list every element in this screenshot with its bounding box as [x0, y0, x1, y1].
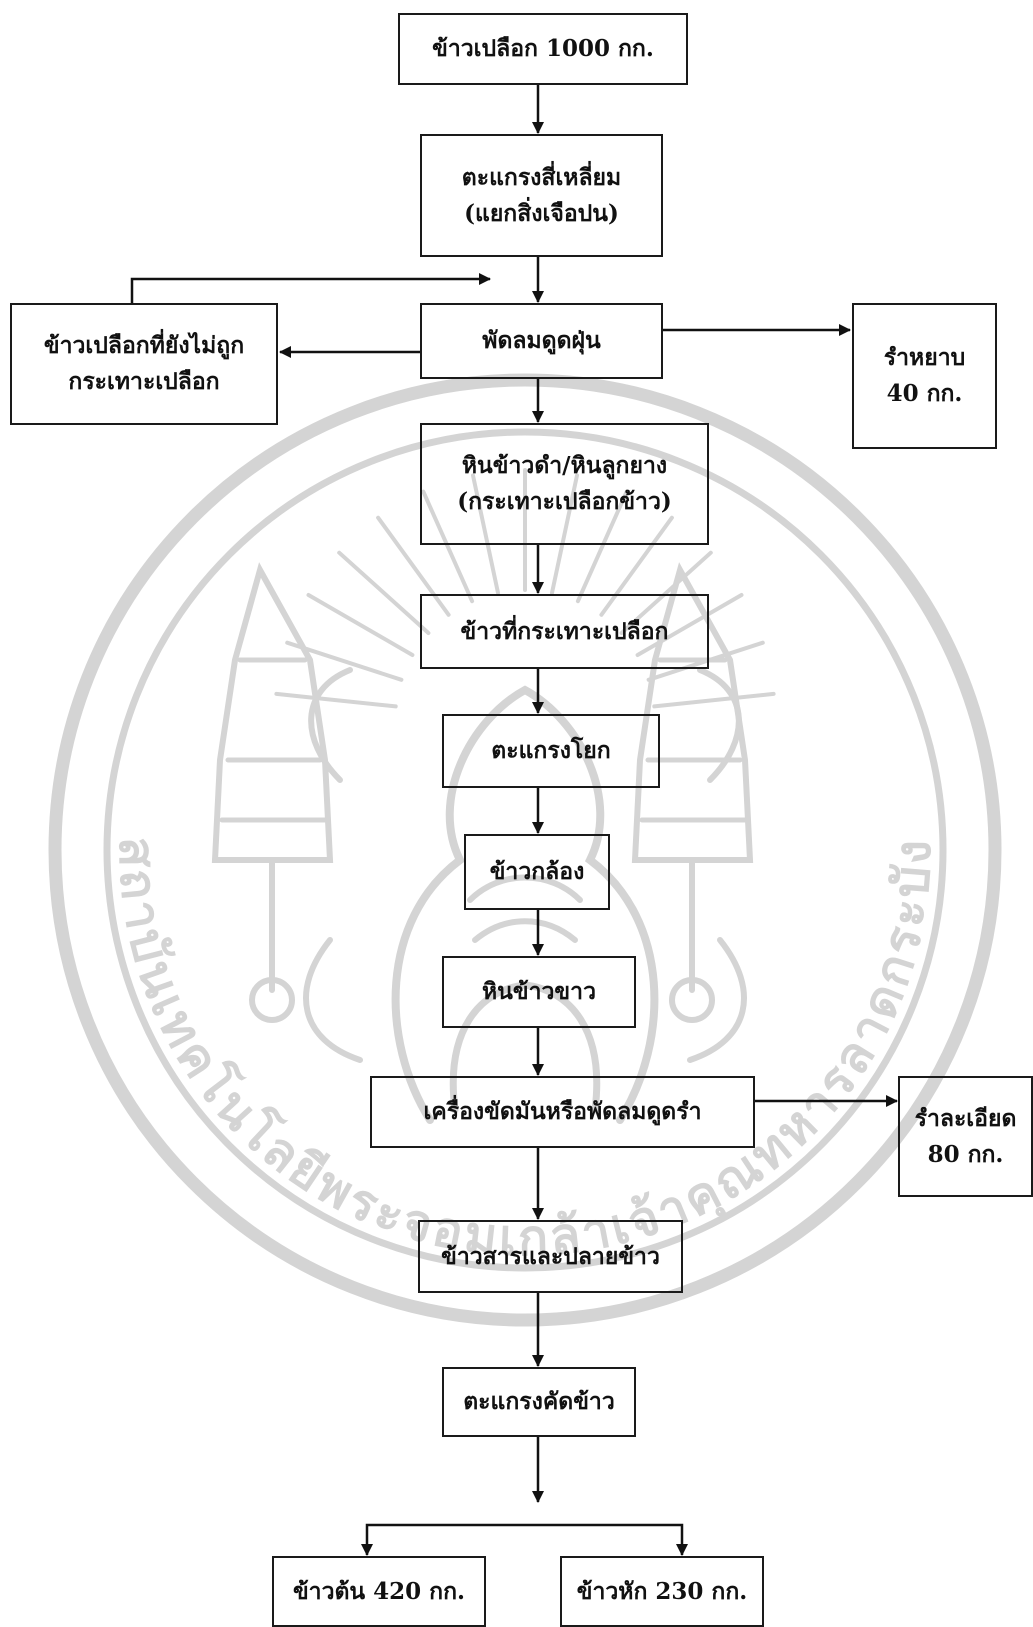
- node-label: หินข้าวขาว: [482, 978, 596, 1006]
- node-husker: หินข้าวดำ/หินลูกยาง (กระเทาะเปลือกข้าว): [420, 423, 709, 545]
- node-dust-fan: พัดลมดูดฝุ่น: [420, 303, 663, 379]
- arrow-split-to-head-rice: [361, 1523, 538, 1556]
- node-label-secondary: 40 กก.: [886, 380, 963, 407]
- node-label: ข้าวหัก 230 กก.: [576, 1577, 748, 1605]
- watermark-ray: [635, 593, 744, 657]
- node-label: ข้าวต้น 420 กก.: [292, 1577, 466, 1605]
- node-whitener: หินข้าวขาว: [442, 956, 636, 1028]
- seal-emblem-icon: [48, 373, 1002, 1327]
- arrow-return-loop: [130, 273, 491, 303]
- node-label: ตะแกรงคัดข้าว: [463, 1388, 615, 1416]
- node-label: ข้าวที่กระเทาะเปลือก: [460, 617, 669, 645]
- node-label-secondary: (กระเทาะเปลือกข้าว): [457, 488, 672, 515]
- node-grader: ตะแกรงคัดข้าว: [442, 1367, 636, 1437]
- node-milled-and-broken: ข้าวสารและปลายข้าว: [418, 1220, 683, 1293]
- node-broken-rice: ข้าวหัก 230 กก.: [560, 1556, 764, 1627]
- watermark-ray: [619, 550, 713, 635]
- watermark-ray: [550, 473, 579, 595]
- node-label: ข้าวเปลือก 1000 กก.: [432, 35, 654, 63]
- node-head-rice: ข้าวต้น 420 กก.: [272, 1556, 486, 1627]
- node-polisher: เครื่องขัดมันหรือพัดลมดูดรำ: [370, 1076, 755, 1148]
- node-label-secondary: 80 กก.: [927, 1140, 1004, 1168]
- watermark-ray: [575, 489, 629, 604]
- watermark-ray: [274, 691, 398, 709]
- node-label: หินข้าวดำ/หินลูกยาง: [461, 452, 668, 480]
- node-label: รำหยาบ: [883, 344, 966, 372]
- watermark-ray: [599, 515, 674, 617]
- node-label: พัดลมดูดฝุ่น: [482, 327, 601, 355]
- node-husk-output: รำหยาบ 40 กก.: [852, 303, 997, 449]
- node-label: ตะแกรงโยก: [491, 737, 611, 765]
- node-paddy-input: ข้าวเปลือก 1000 กก.: [398, 13, 688, 85]
- node-label: เครื่องขัดมันหรือพัดลมดูดรำ: [423, 1098, 702, 1126]
- watermark-ray: [421, 489, 475, 604]
- node-unhusked-return: ข้าวเปลือกที่ยังไม่ถูก กระเทาะเปลือก: [10, 303, 278, 425]
- node-label: ข้าวสารและปลายข้าว: [441, 1242, 660, 1270]
- node-label-secondary: (แยกสิ่งเจือปน): [464, 199, 619, 227]
- node-label: ข้าวกล้อง: [489, 858, 585, 886]
- watermark-ray: [652, 691, 776, 709]
- watermark-ray: [471, 473, 500, 595]
- node-fine-bran: รำละเอียด 80 กก.: [898, 1076, 1033, 1197]
- node-square-sieve: ตะแกรงสี่เหลี่ยม (แยกสิ่งเจือปน): [420, 134, 663, 257]
- node-label-secondary: กระเทาะเปลือก: [68, 368, 220, 395]
- arrow-split-to-broken-rice: [538, 1523, 688, 1556]
- watermark-ray: [337, 550, 431, 635]
- node-label: ข้าวเปลือกที่ยังไม่ถูก: [43, 332, 245, 360]
- node-brown-rice: ข้าวกล้อง: [464, 834, 610, 910]
- node-shaker-sieve: ตะแกรงโยก: [442, 714, 660, 788]
- node-label: รำละเอียด: [914, 1104, 1017, 1132]
- watermark-ray: [376, 515, 451, 617]
- watermark-ray: [306, 593, 415, 657]
- node-husked-rice: ข้าวที่กระเทาะเปลือก: [420, 594, 709, 669]
- node-label: ตะแกรงสี่เหลี่ยม: [461, 163, 622, 191]
